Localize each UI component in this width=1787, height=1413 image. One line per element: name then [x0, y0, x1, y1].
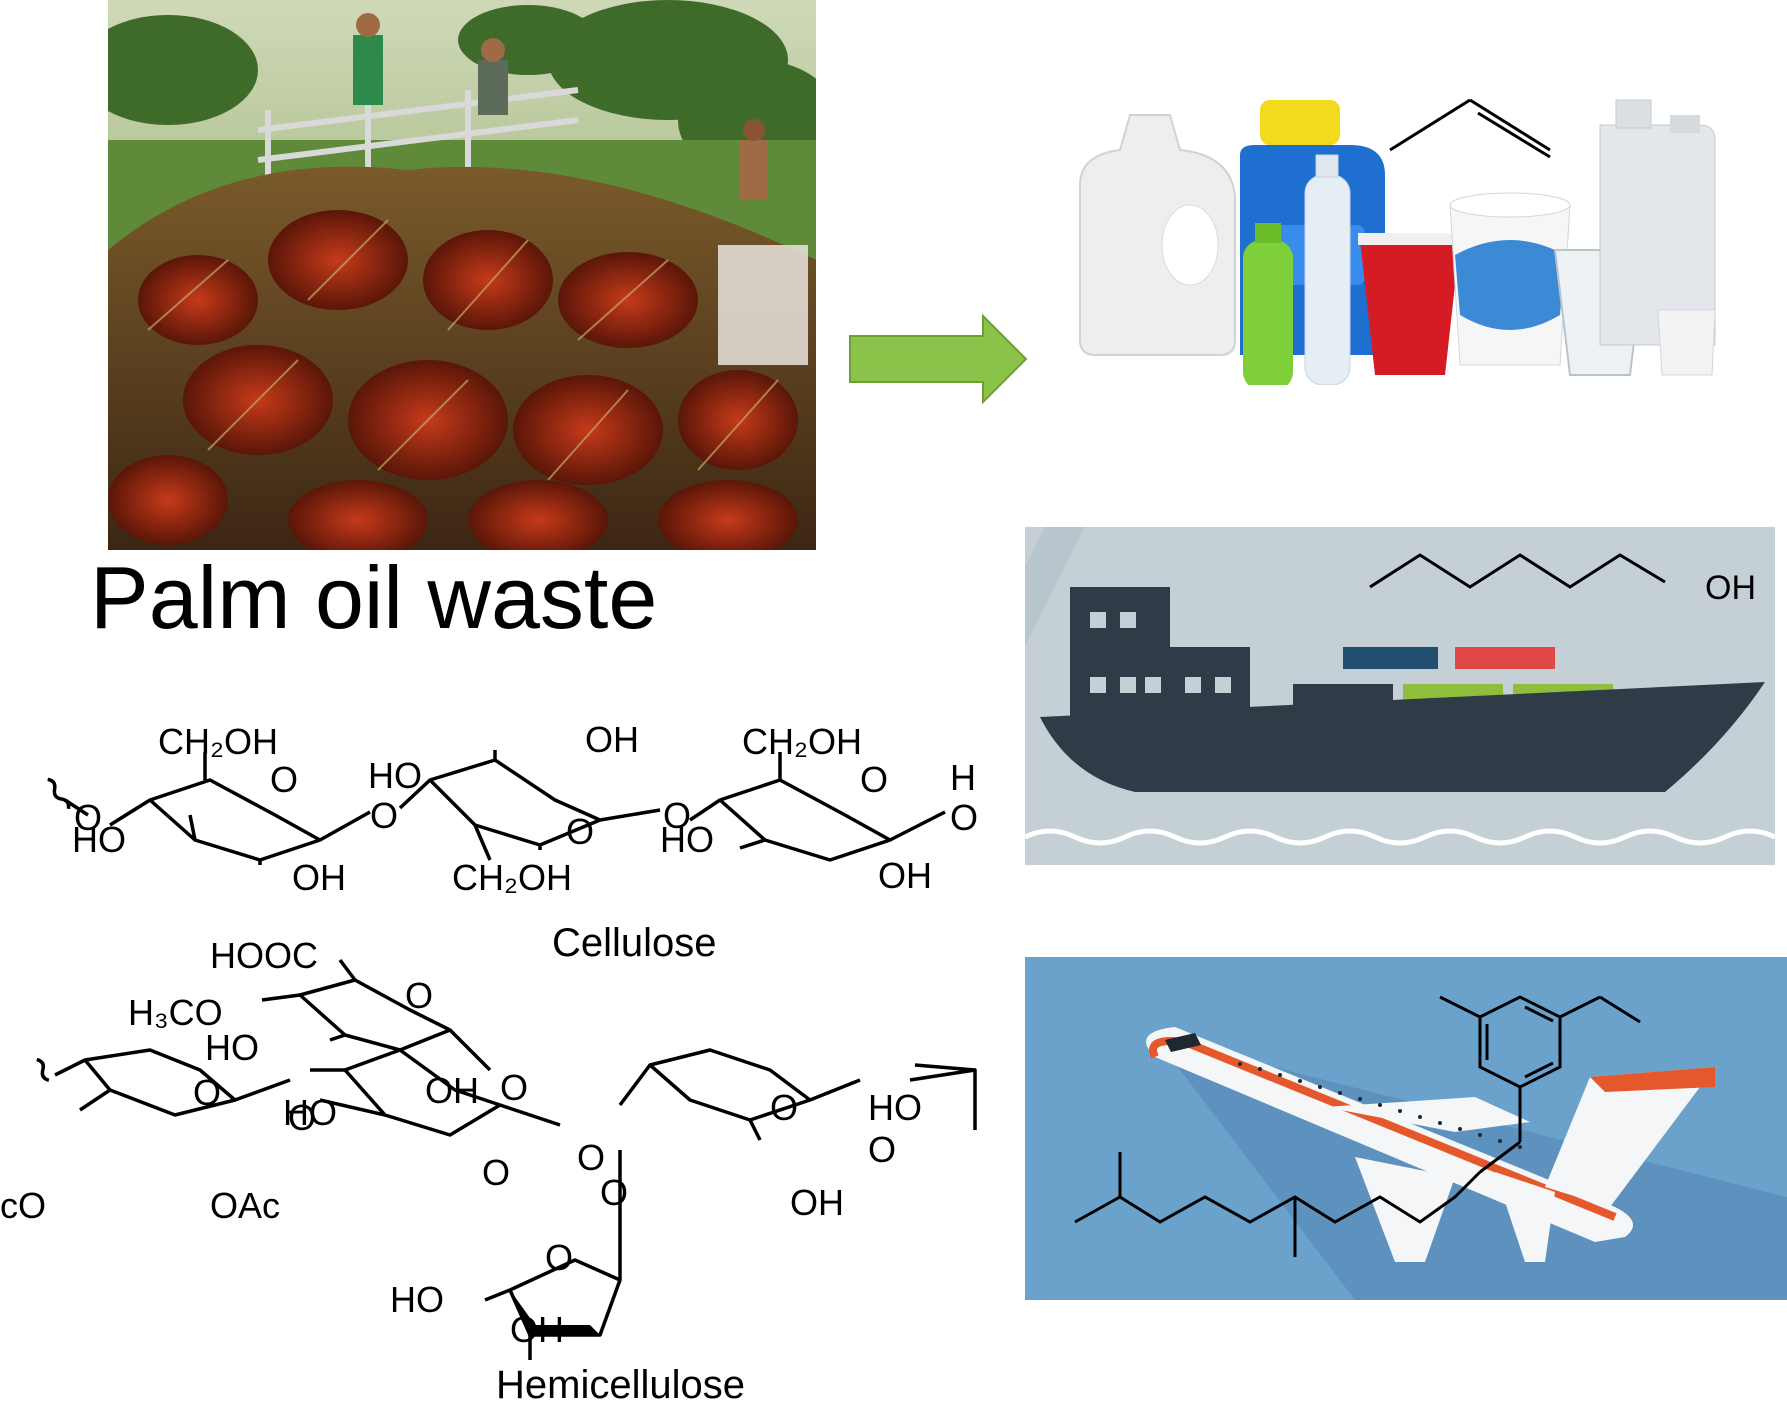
- hemicellulose-structure: HOOC O H₃CO HO OH O O O OAc cO HO O O O …: [0, 940, 977, 1360]
- group-o-ring-d: O: [770, 1087, 798, 1128]
- group-o-link-b: O: [288, 1097, 316, 1138]
- group-ch2oh-2: CH₂OH: [452, 857, 572, 898]
- group-o-link-a: O: [500, 1067, 528, 1108]
- airplane-icon: [1146, 1027, 1715, 1262]
- group-o-link-c: O: [577, 1137, 605, 1178]
- group-ho-2: HO: [368, 755, 422, 796]
- group-aco: cO: [0, 1185, 46, 1226]
- airplane-panel: [1025, 957, 1787, 1300]
- group-ch2oh-3: CH₂OH: [742, 721, 862, 762]
- group-o-ring-2: O: [566, 811, 594, 852]
- group-ho-3: HO: [660, 819, 714, 860]
- palm-fruit-pile-icon: [108, 0, 816, 550]
- cargo-ship-panel: OH: [1025, 527, 1775, 865]
- group-o-link-1: O: [74, 797, 102, 838]
- group-o-ring-e: O: [545, 1237, 573, 1278]
- palm-oil-waste-caption: Palm oil waste: [90, 548, 658, 647]
- arrow-right-icon: [849, 314, 1028, 404]
- group-oac: OAc: [210, 1185, 280, 1226]
- group-ho-d: HO: [390, 1279, 444, 1320]
- group-o-link-2: O: [370, 795, 398, 836]
- alkylbenzene-and-branched-alkane-icon: [1074, 995, 1641, 1257]
- propylene-icon: [1389, 98, 1551, 159]
- group-o-ring-a: O: [405, 975, 433, 1016]
- cellulose-structure: CH₂OH O O HO OH O HO OH O CH₂OH O CH₂OH …: [47, 720, 978, 898]
- group-hooc: HOOC: [210, 940, 318, 976]
- group-ho-b: HO: [283, 1092, 337, 1133]
- group-ho-1: HO: [72, 819, 126, 860]
- group-oh-2: OH: [585, 720, 639, 760]
- group-oh-1: OH: [292, 857, 346, 898]
- group-o-link-e: O: [868, 1129, 896, 1170]
- group-o-link-d: O: [600, 1172, 628, 1213]
- group-ho-a: HO: [205, 1027, 259, 1068]
- group-o-ring-b: O: [193, 1072, 221, 1113]
- group-ch2oh-1: CH₂OH: [158, 721, 278, 762]
- group-ho-c: HO: [868, 1087, 922, 1128]
- cellulose-label: Cellulose: [552, 921, 717, 965]
- hexanol-icon: [1369, 553, 1666, 589]
- hexanol-oh-label: OH: [1705, 569, 1756, 607]
- palm-oil-waste-photo: [108, 0, 816, 550]
- group-o-ring-1: O: [270, 759, 298, 800]
- hemicellulose-label: Hemicellulose: [496, 1363, 745, 1407]
- group-o-link-3: O: [663, 795, 691, 836]
- group-o-link-4: O: [950, 797, 978, 838]
- group-oh-a: OH: [425, 1070, 479, 1111]
- plastic-containers-icon: [1079, 98, 1716, 385]
- group-ho-4: H: [950, 757, 976, 798]
- group-o-ring-3: O: [860, 759, 888, 800]
- group-o-ring-c: O: [482, 1152, 510, 1193]
- cargo-ship-icon: [1040, 587, 1765, 792]
- group-h3co: H₃CO: [128, 992, 223, 1033]
- group-oh-c: OH: [510, 1309, 564, 1350]
- group-oh-b: OH: [790, 1182, 844, 1223]
- group-oh-3: OH: [878, 855, 932, 896]
